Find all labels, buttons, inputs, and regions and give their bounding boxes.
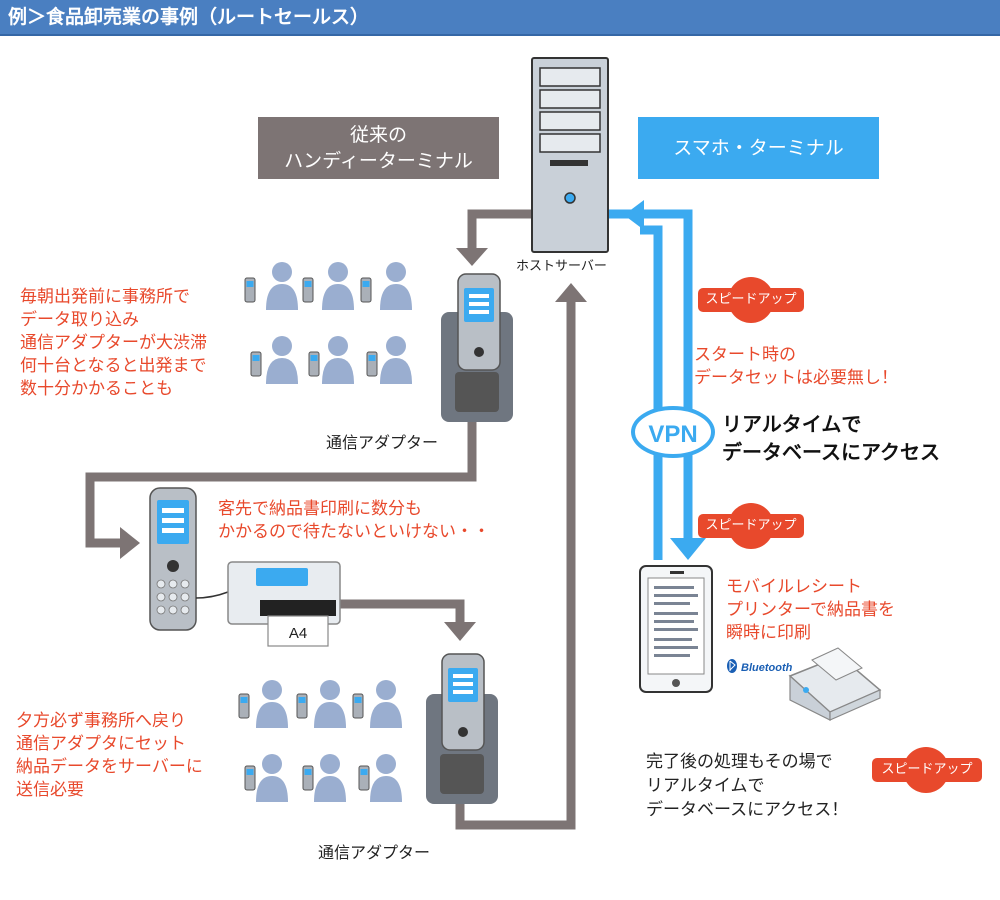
arrowhead-down-phone [670, 538, 706, 560]
arrowhead-left-server [624, 200, 644, 230]
note-mobile-print: モバイルレシート プリンターで納品書を 瞬時に印刷 [726, 577, 895, 643]
adapter-bottom-icon [426, 653, 498, 804]
arrowhead-up-server [555, 283, 587, 302]
note-morning: 毎朝出発前に事務所で データ取り込み 通信アダプターが大渋滞 何十台となると出発… [20, 287, 207, 399]
note-realtime-access: リアルタイムで データベースにアクセス [722, 412, 940, 464]
bluetooth-label: Bluetooth [741, 662, 793, 674]
arrow-blue-inner [640, 225, 663, 560]
bluetooth-icon [727, 659, 737, 673]
arrowhead-down-top-adapter [456, 248, 488, 266]
note-after-process: 完了後の処理もその場で リアルタイムで データベースにアクセス！ [646, 752, 849, 820]
note-start-no-set: スタート時の データセットは必要無し！ [694, 345, 898, 388]
host-server-icon [531, 57, 609, 253]
server-label: ホストサーバー [516, 259, 607, 274]
adapter-top-icon [441, 273, 513, 422]
arrow-printer-to-bottom-adapter [340, 599, 465, 625]
note-print-wait: 客先で納品書印刷に数分も かかるので待たないといけない・・ [218, 499, 490, 542]
a4-printer-icon [195, 561, 341, 647]
arrowhead-right-handheld [120, 527, 140, 559]
smart-flow-arrows [606, 209, 693, 560]
adapter-label-bottom: 通信アダプター [318, 843, 431, 862]
header-divider [0, 34, 1000, 36]
handheld-terminal-icon [149, 487, 197, 631]
arrow-top-adapter-to-handheld [85, 420, 477, 548]
vpn-shield-icon [631, 406, 715, 458]
adapter-label-top: 通信アダプター [326, 433, 439, 452]
people-group-bottom [238, 680, 402, 802]
arrow-server-to-top-adapter [467, 209, 532, 250]
paper-label: A4 [289, 625, 307, 642]
vpn-label: VPN [648, 421, 697, 448]
speedup-badge-2: スピードアップ [698, 514, 804, 538]
note-evening: 夕方必ず事務所へ戻り 通信アダプタにセット 納品データをサーバーに 送信必要 [16, 711, 203, 800]
header-title: 例＞食品卸売業の事例（ルートセールス） [8, 6, 370, 28]
speedup-badge-1: スピードアップ [698, 288, 804, 312]
smartphone-icon [639, 565, 713, 693]
page-header: 例＞食品卸売業の事例（ルートセールス） [0, 0, 1000, 34]
speedup-badge-3: スピードアップ [872, 758, 982, 782]
arrow-blue-outer [606, 209, 693, 538]
legacy-terminal-label: 従来の ハンディーターミナル [258, 117, 499, 179]
smartphone-terminal-label: スマホ・ターミナル [638, 117, 879, 179]
people-group-top [244, 262, 412, 384]
arrowhead-down-bottom-adapter [444, 622, 476, 641]
mobile-printer-icon [788, 647, 882, 721]
